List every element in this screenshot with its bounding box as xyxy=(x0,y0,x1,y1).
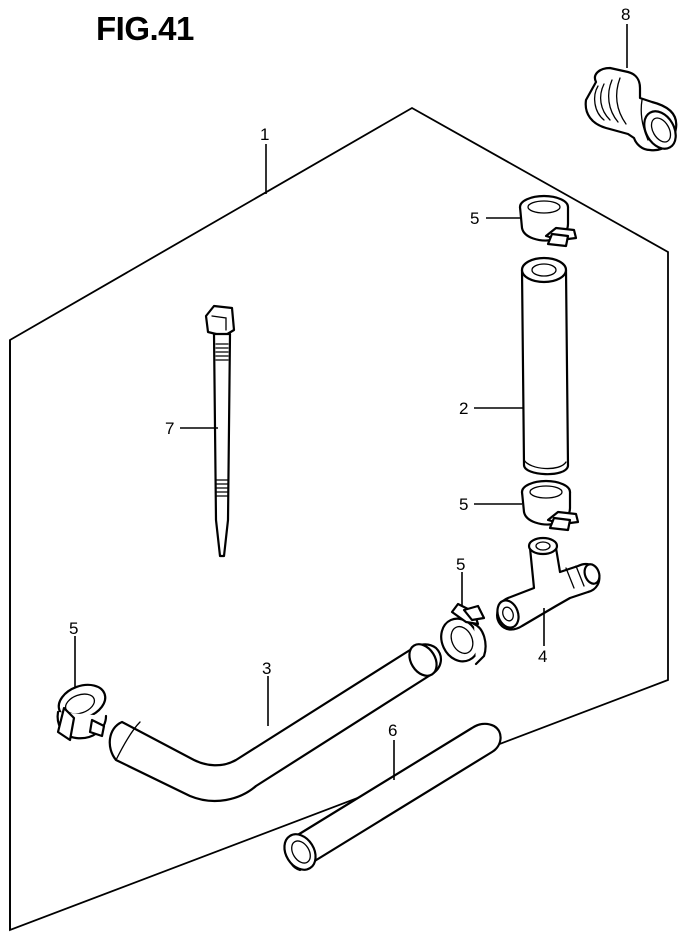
callout-3: 3 xyxy=(262,659,271,678)
part-5-hose-clamp-left xyxy=(56,683,108,742)
callout-5-middle: 5 xyxy=(459,495,468,514)
callout-5-top: 5 xyxy=(470,209,479,228)
callout-6: 6 xyxy=(388,721,397,740)
figure-title: FIG.41 xyxy=(96,10,194,47)
callout-4: 4 xyxy=(538,647,547,666)
callout-5-right: 5 xyxy=(456,555,465,574)
part-2-straight-hose xyxy=(520,256,570,476)
part-5-hose-clamp-top xyxy=(518,194,578,248)
part-6-straight-hose xyxy=(283,722,502,872)
callout-1: 1 xyxy=(260,125,269,144)
part-7-cable-tie xyxy=(204,304,236,558)
part-8-grommet xyxy=(584,66,678,152)
callout-8: 8 xyxy=(621,5,630,24)
part-5-hose-clamp-right xyxy=(440,602,487,666)
part-3-bent-hose xyxy=(108,643,442,803)
callout-5-left: 5 xyxy=(69,619,78,638)
leader-lines xyxy=(74,24,628,780)
callout-2: 2 xyxy=(459,399,468,418)
kit-box-outline xyxy=(9,106,669,932)
part-4-t-joint xyxy=(496,536,601,631)
callout-7: 7 xyxy=(165,419,174,438)
part-5-hose-clamp-middle xyxy=(520,479,580,532)
